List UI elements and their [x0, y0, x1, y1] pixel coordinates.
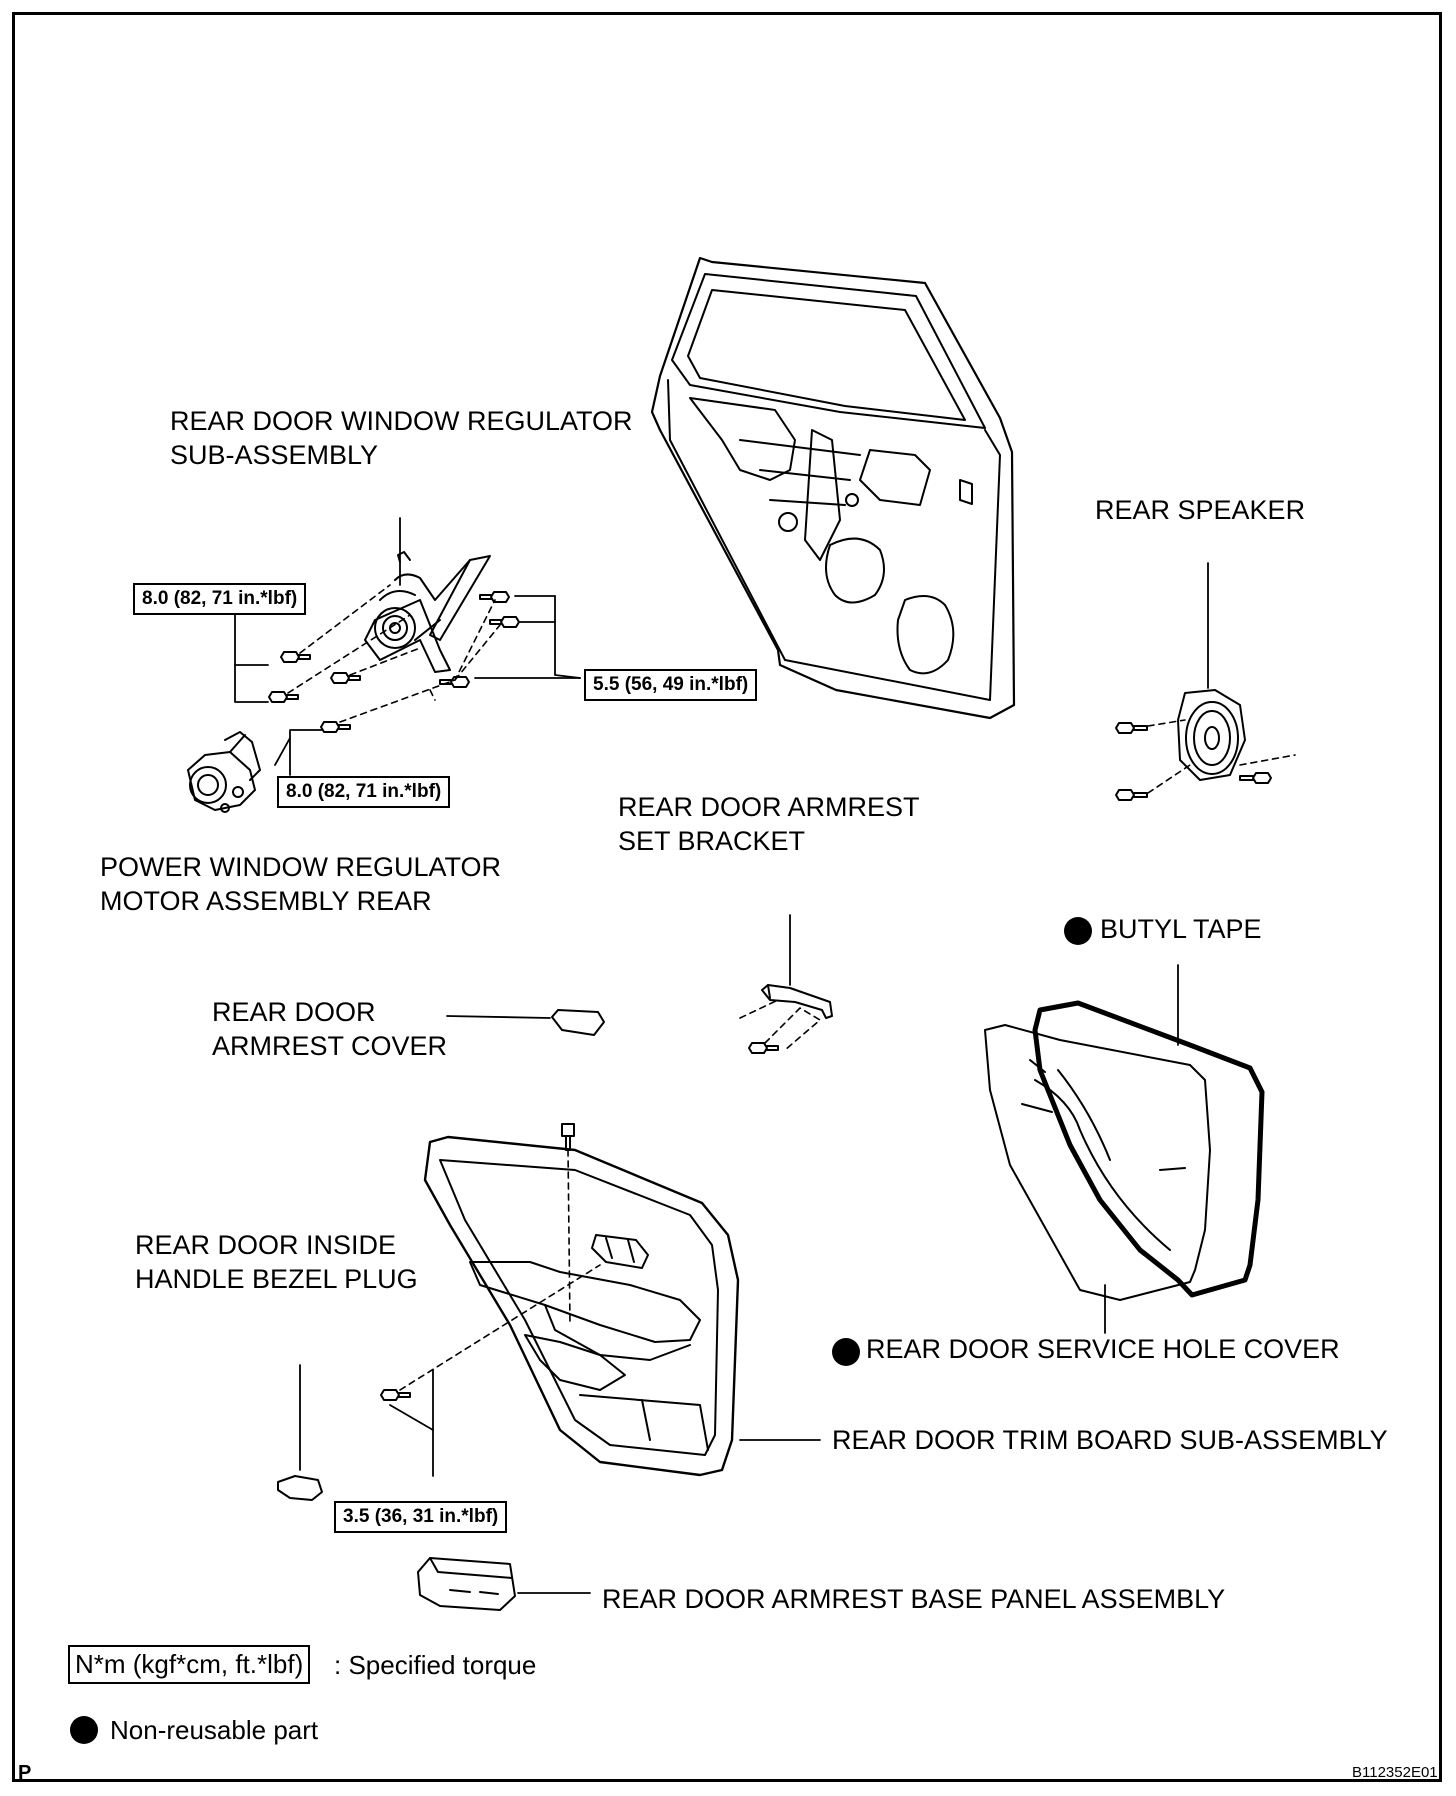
non-reusable-dot-icon	[70, 1716, 98, 1744]
service-hole-cover-illustration	[984, 1000, 1265, 1301]
armrest-cover-label-line2: ARMREST COVER	[212, 1031, 448, 1061]
butyl-tape-label: BUTYL TAPE	[1100, 914, 1262, 944]
armrest-bracket-illustration	[748, 984, 833, 1054]
armrest-bracket-label: REAR DOOR ARMREST SET BRACKET	[618, 790, 920, 858]
torque-box-regulator-upper: 8.0 (82, 71 in.*lbf)	[133, 583, 307, 615]
legend-nonreusable-text: Non-reusable part	[110, 1715, 319, 1745]
bezel-plug-label-line1: REAR DOOR INSIDE	[135, 1230, 397, 1260]
torque-box-regulator-lower: 8.0 (82, 71 in.*lbf)	[277, 776, 451, 808]
window-regulator-label-line2: SUB-ASSEMBLY	[170, 440, 379, 470]
non-reusable-dot-icon	[832, 1338, 860, 1366]
window-regulator-label: REAR DOOR WINDOW REGULATOR SUB-ASSEMBLY	[170, 404, 633, 472]
regulator-dashed-lines	[287, 584, 501, 723]
motor-assembly-label: POWER WINDOW REGULATOR MOTOR ASSEMBLY RE…	[100, 850, 501, 918]
bezel-plug-illustration	[277, 1475, 323, 1501]
speaker-dashed-lines	[1147, 719, 1296, 794]
rear-speaker-label: REAR SPEAKER	[1095, 495, 1306, 525]
armrest-base-panel-label: REAR DOOR ARMREST BASE PANEL ASSEMBLY	[602, 1584, 1226, 1614]
torque-box-trim-screw: 3.5 (36, 31 in.*lbf)	[334, 1501, 508, 1533]
leader-lines	[234, 517, 1209, 1594]
window-regulator-label-line1: REAR DOOR WINDOW REGULATOR	[170, 406, 633, 436]
armrest-bracket-label-line1: REAR DOOR ARMREST	[618, 792, 920, 822]
rear-door-panel-illustration	[650, 256, 1016, 720]
armrest-cover-label-line1: REAR DOOR	[212, 997, 376, 1027]
armrest-cover-label: REAR DOOR ARMREST COVER	[212, 995, 447, 1063]
bezel-plug-label-line2: HANDLE BEZEL PLUG	[135, 1264, 418, 1294]
page-marker: P	[18, 1762, 32, 1784]
window-regulator-illustration	[364, 551, 491, 673]
non-reusable-dot-icon	[1064, 917, 1092, 945]
figure-code: B112352E01	[1352, 1764, 1438, 1781]
bezel-plug-label: REAR DOOR INSIDE HANDLE BEZEL PLUG	[135, 1228, 418, 1296]
regulator-bolts	[268, 591, 520, 733]
motor-assembly-label-line2: MOTOR ASSEMBLY REAR	[100, 886, 432, 916]
armrest-base-panel-illustration	[417, 1557, 516, 1611]
armrest-bracket-label-line2: SET BRACKET	[618, 826, 806, 856]
motor-illustration	[187, 731, 261, 813]
torque-box-regulator-right: 5.5 (56, 49 in.*lbf)	[584, 669, 758, 701]
trim-dashed-lines	[399, 1149, 601, 1391]
trim-board-illustration	[380, 1123, 740, 1477]
armrest-cover-illustration	[551, 1009, 605, 1036]
service-hole-cover-label: REAR DOOR SERVICE HOLE COVER	[866, 1334, 1340, 1364]
rear-speaker-illustration	[1115, 689, 1272, 801]
bracket-dashed-lines	[739, 999, 821, 1051]
trim-board-label: REAR DOOR TRIM BOARD SUB-ASSEMBLY	[832, 1425, 1388, 1455]
motor-assembly-label-line1: POWER WINDOW REGULATOR	[100, 852, 502, 882]
legend-torque-text: : Specified torque	[334, 1650, 537, 1680]
legend-torque-unit-box: N*m (kgf*cm, ft.*lbf)	[68, 1645, 311, 1684]
diagram-frame	[12, 12, 1442, 1782]
